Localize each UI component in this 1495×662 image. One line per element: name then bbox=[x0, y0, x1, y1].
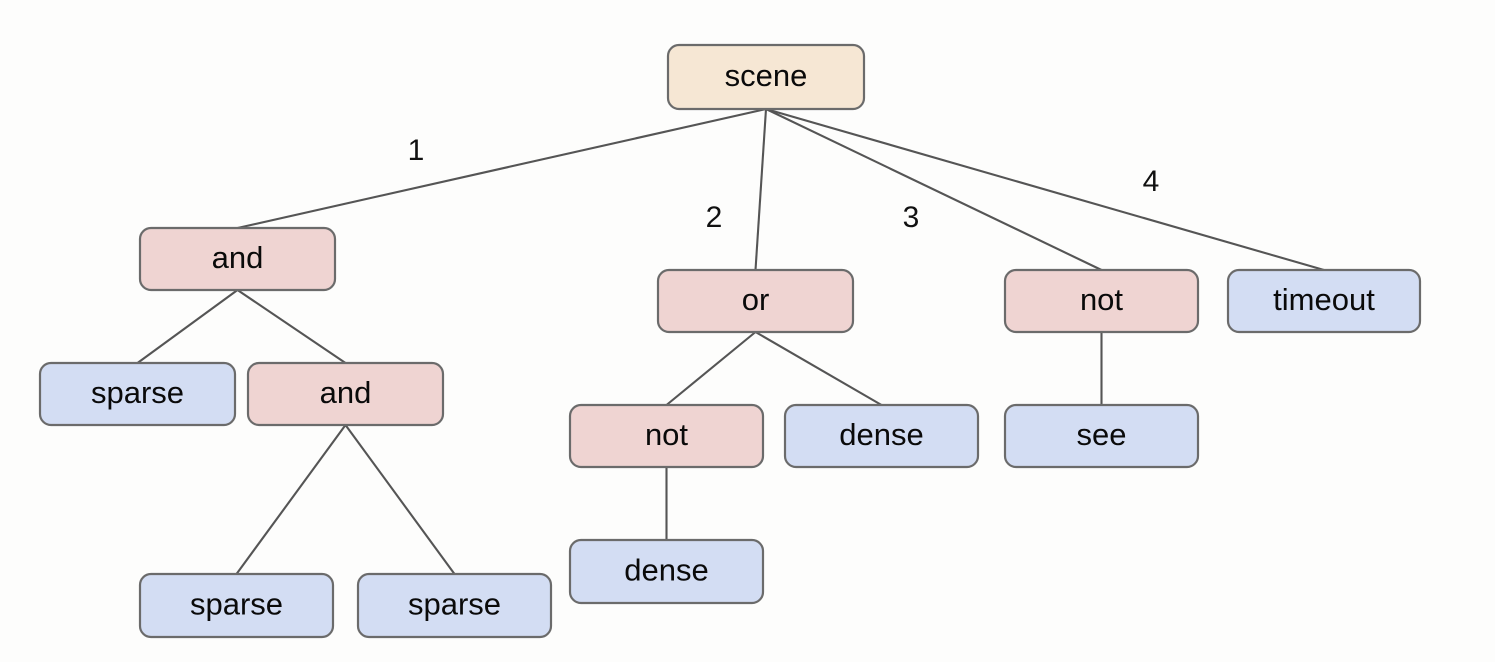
tree-node-box-dense2[interactable] bbox=[568, 538, 765, 605]
tree-node-box-not1[interactable] bbox=[1003, 268, 1200, 334]
tree-node-or1[interactable]: or bbox=[656, 268, 855, 334]
tree-edge-or1-to-not2 bbox=[665, 331, 757, 406]
tree-node-not1[interactable]: not bbox=[1003, 268, 1200, 334]
edge-label-2: 2 bbox=[706, 201, 723, 234]
tree-node-label-sparse3: sparse bbox=[408, 587, 501, 622]
tree-node-label-and1: and bbox=[212, 240, 264, 275]
tree-node-box-timeout[interactable] bbox=[1226, 268, 1422, 334]
tree-node-box-dense1[interactable] bbox=[783, 403, 980, 469]
tree-edge-scene-to-and1 bbox=[237, 107, 767, 230]
tree-edge-and1-to-sparse1 bbox=[136, 289, 239, 364]
edge-label-1: 1 bbox=[408, 134, 425, 167]
edge-label-4: 4 bbox=[1143, 165, 1160, 198]
tree-node-box-and1[interactable] bbox=[138, 226, 337, 292]
edge-labels-layer: 1 2 3 4 bbox=[408, 134, 1160, 234]
tree-node-dense1[interactable]: dense bbox=[783, 403, 980, 469]
edge-label-3: 3 bbox=[903, 201, 920, 234]
tree-edge-and1-to-and2 bbox=[236, 289, 347, 364]
tree-node-box-see[interactable] bbox=[1003, 403, 1200, 469]
nodes-layer: scene and or not timeout sparse and not dense see… bbox=[38, 43, 1422, 639]
tree-node-box-sparse1[interactable] bbox=[38, 361, 237, 427]
tree-edge-scene-to-not1 bbox=[765, 108, 1102, 271]
tree-node-label-sparse1: sparse bbox=[91, 375, 184, 410]
tree-node-box-or1[interactable] bbox=[656, 268, 855, 334]
tree-node-label-see: see bbox=[1077, 417, 1127, 452]
edges-layer bbox=[136, 107, 1325, 575]
tree-node-see[interactable]: see bbox=[1003, 403, 1200, 469]
tree-edge-scene-to-or1 bbox=[754, 108, 768, 271]
tree-node-box-scene[interactable] bbox=[666, 43, 866, 111]
tree-edge-or1-to-dense1 bbox=[754, 331, 883, 406]
tree-node-label-not2: not bbox=[645, 417, 688, 452]
tree-node-label-or1: or bbox=[742, 282, 770, 317]
tree-edge-and2-to-sparse2 bbox=[235, 424, 347, 575]
tree-node-box-and2[interactable] bbox=[246, 361, 445, 427]
tree-node-label-not1: not bbox=[1080, 282, 1123, 317]
tree-node-and1[interactable]: and bbox=[138, 226, 337, 292]
tree-node-label-sparse2: sparse bbox=[190, 587, 283, 622]
tree-node-box-sparse2[interactable] bbox=[138, 572, 335, 639]
tree-node-label-scene: scene bbox=[725, 58, 808, 93]
tree-node-sparse3[interactable]: sparse bbox=[356, 572, 553, 639]
tree-node-sparse1[interactable]: sparse bbox=[38, 361, 237, 427]
tree-edge-scene-to-timeout bbox=[765, 107, 1325, 272]
tree-node-scene[interactable]: scene bbox=[666, 43, 866, 111]
tree-node-label-timeout: timeout bbox=[1273, 282, 1375, 317]
tree-node-box-sparse3[interactable] bbox=[356, 572, 553, 639]
tree-node-label-and2: and bbox=[320, 375, 372, 410]
tree-node-dense2[interactable]: dense bbox=[568, 538, 765, 605]
tree-node-sparse2[interactable]: sparse bbox=[138, 572, 335, 639]
tree-node-label-dense2: dense bbox=[624, 553, 708, 588]
tree-node-timeout[interactable]: timeout bbox=[1226, 268, 1422, 334]
tree-node-not2[interactable]: not bbox=[568, 403, 765, 469]
tree-node-label-dense1: dense bbox=[839, 417, 923, 452]
tree-node-and2[interactable]: and bbox=[246, 361, 445, 427]
tree-edge-and2-to-sparse3 bbox=[344, 424, 456, 575]
tree-node-box-not2[interactable] bbox=[568, 403, 765, 469]
